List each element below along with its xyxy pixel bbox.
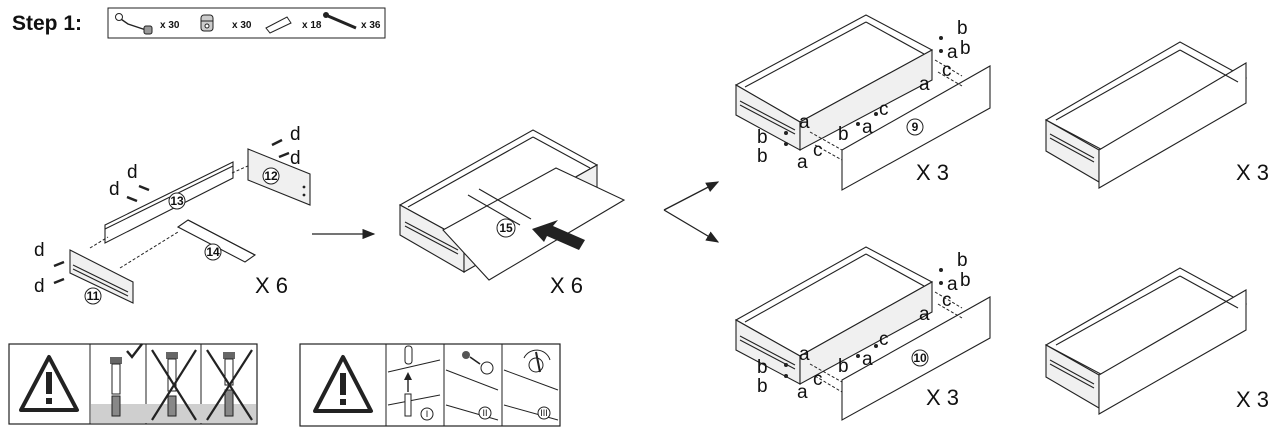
left-side-panel [69, 249, 134, 304]
screw-icon [323, 12, 357, 30]
step-number: II [482, 408, 487, 418]
hardware-legend: x 30 x 30 x 18 x 36 [107, 7, 386, 39]
correct-install-icon [110, 343, 143, 417]
quantity-multiplier: X 6 [255, 273, 288, 298]
warning-triangle-icon [19, 355, 79, 412]
label-d: d [34, 240, 45, 261]
warning-triangle-icon [313, 355, 373, 413]
push-arrow-icon [532, 220, 585, 250]
hardware-qty: x 30 [160, 20, 180, 31]
label-b: b [957, 250, 968, 271]
quantity-multiplier: X 3 [926, 385, 959, 410]
incorrect-install-icon [206, 349, 253, 421]
quantity-multiplier: X 6 [550, 273, 583, 298]
label-d: d [127, 162, 138, 183]
drawer-assembly-front: a a b b c b a c b a b c a 10 [734, 246, 991, 421]
label-a: a [862, 349, 873, 370]
wooden-dowel-icon [265, 16, 292, 34]
tighten-cam-icon: III [503, 349, 559, 421]
hardware-qty: x 30 [232, 20, 252, 31]
screw-icon [53, 138, 290, 285]
bottom-panel-insert: 15 [398, 129, 626, 281]
insert-bolt-icon: I [387, 345, 441, 421]
quantity-multiplier: X 3 [916, 160, 949, 185]
label-b: b [757, 127, 768, 148]
label-d: d [290, 124, 301, 145]
step-title: Step 1: [12, 12, 82, 35]
arrow-icon [663, 181, 720, 211]
hardware-qty: x 18 [302, 20, 322, 31]
label-b: b [757, 146, 768, 167]
label-c: c [879, 329, 889, 350]
insert-cam-nut-icon: II [445, 351, 499, 421]
incorrect-install-icon [151, 349, 197, 421]
part-number: 13 [170, 194, 184, 208]
part-number: 12 [264, 169, 278, 183]
part-number: 10 [913, 351, 927, 365]
step-number: I [426, 409, 429, 419]
label-b: b [757, 357, 768, 378]
exploded-drawer-frame: d d d d d d 11 12 13 14 [34, 124, 311, 305]
label-a: a [947, 274, 958, 295]
label-c: c [942, 290, 952, 311]
label-b: b [960, 38, 971, 59]
label-a: a [862, 117, 873, 138]
arrow-icon [663, 209, 720, 243]
hardware-qty: x 36 [361, 20, 381, 31]
part-number: 11 [87, 289, 100, 303]
finished-drawer [1044, 267, 1248, 415]
label-a: a [799, 112, 810, 133]
cam-lock-nut-icon [200, 14, 214, 32]
label-a: a [797, 382, 808, 403]
label-b: b [838, 356, 849, 377]
label-c: c [942, 60, 952, 81]
quantity-multiplier: X 3 [1236, 160, 1269, 185]
part-number: 15 [499, 221, 513, 235]
drawer-assembly-front: a a b b c b a c b a b c a 9 [734, 14, 991, 191]
label-a: a [797, 152, 808, 173]
quantity-multiplier: X 3 [1236, 387, 1269, 412]
label-c: c [813, 140, 823, 161]
warning-box-cam-steps: I II III [299, 343, 561, 427]
label-c: c [813, 369, 823, 390]
label-b: b [960, 270, 971, 291]
step-number: III [540, 408, 548, 418]
part-number: 9 [912, 120, 919, 134]
label-b: b [957, 18, 968, 39]
label-a: a [919, 304, 930, 325]
label-a: a [799, 344, 810, 365]
label-a: a [947, 42, 958, 63]
part-number: 14 [206, 245, 220, 259]
label-d: d [34, 276, 45, 297]
finished-drawer [1044, 41, 1248, 189]
label-a: a [919, 74, 930, 95]
label-c: c [879, 99, 889, 120]
label-b: b [838, 124, 849, 145]
label-d: d [290, 148, 301, 169]
label-b: b [757, 376, 768, 397]
cam-lock-bolt-icon [115, 13, 153, 35]
label-d: d [109, 179, 120, 200]
warning-box-installation [8, 343, 258, 425]
